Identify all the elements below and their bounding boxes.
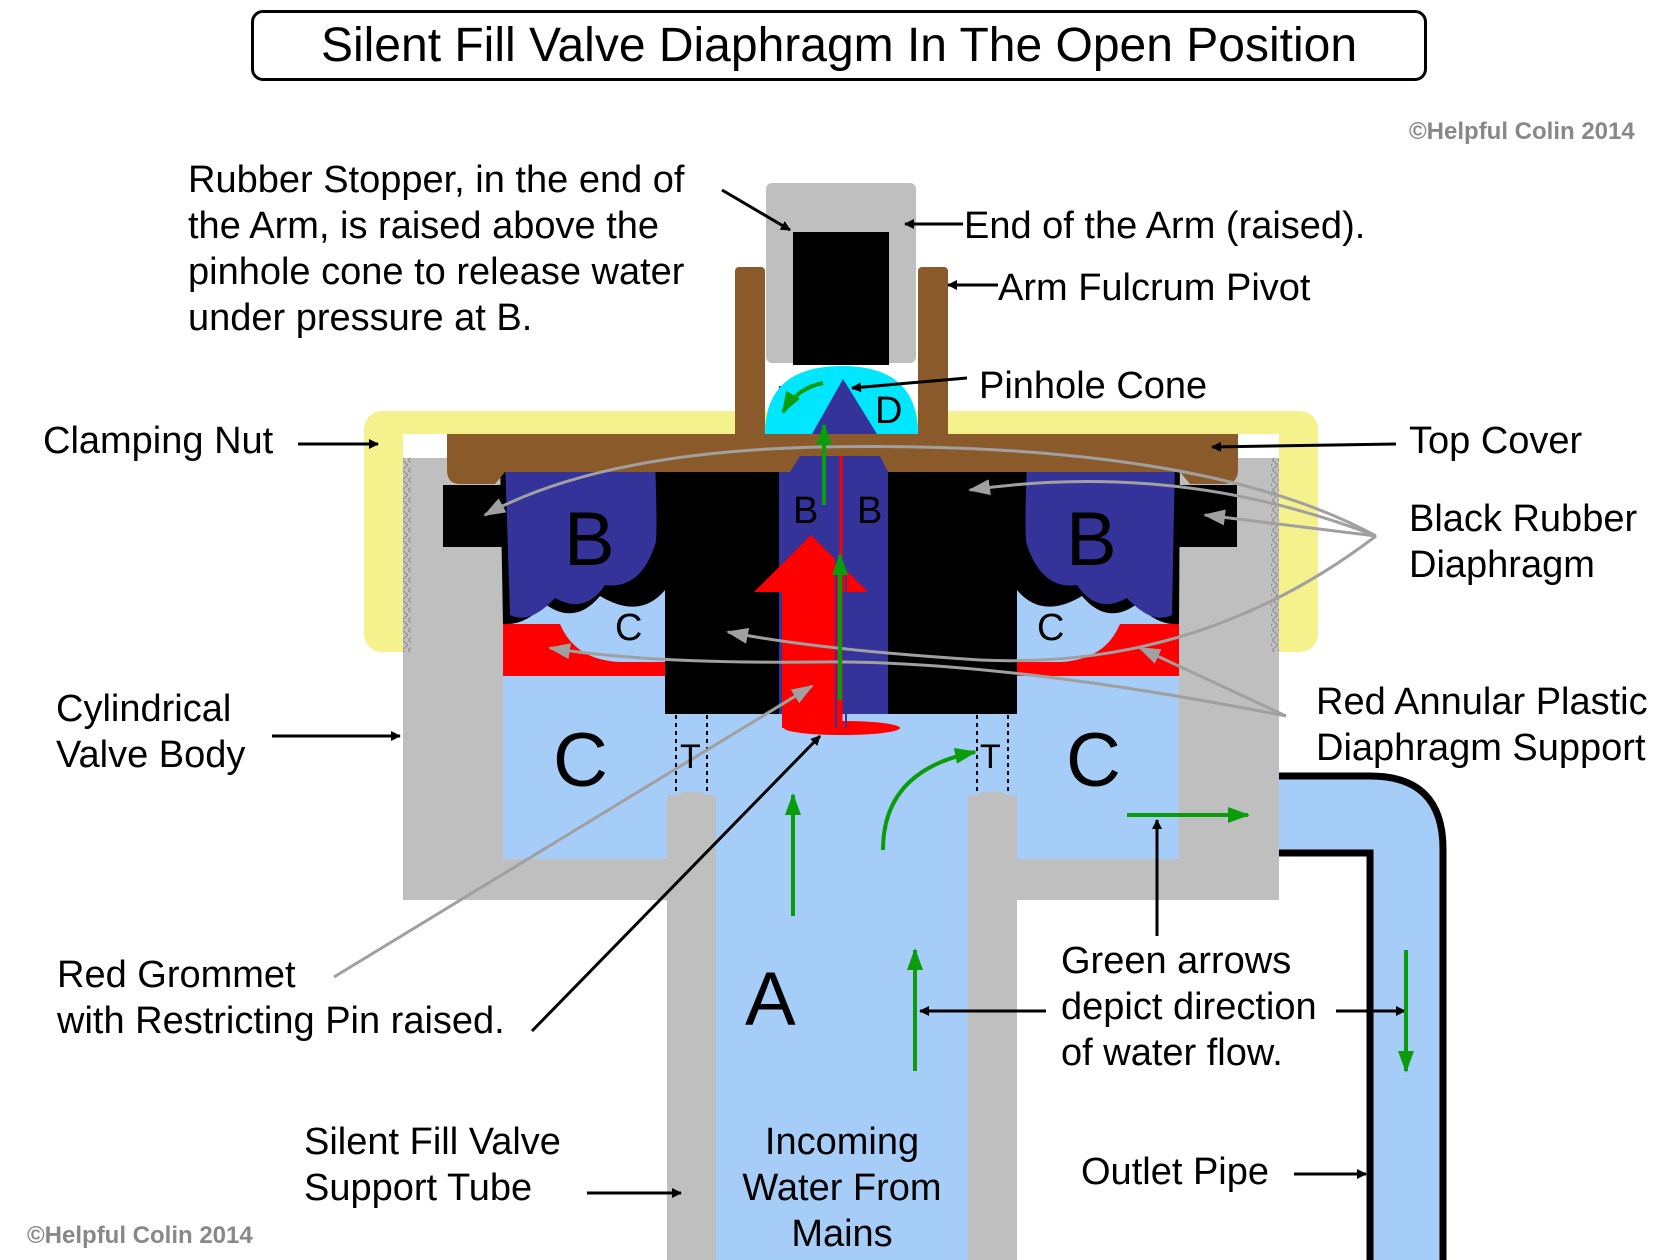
label-red-annular-support: Red Annular Plastic Diaphragm Support [1316, 681, 1648, 769]
region-letter-t-right: T [980, 738, 1001, 776]
region-letter-c-big-right: C [1066, 718, 1121, 803]
region-letter-b-small-right: B [857, 490, 883, 532]
end-of-arm [766, 183, 916, 365]
copyright-top: ©Helpful Colin 2014 [1409, 118, 1635, 145]
top-cover [447, 267, 1238, 484]
label-cylindrical-valve-body: Cylindrical Valve Body [56, 688, 246, 776]
region-letter-c-big-left: C [553, 718, 608, 803]
label-rubber-stopper: Rubber Stopper, in the end of the Arm, i… [188, 159, 685, 339]
region-letter-b-left: B [564, 497, 615, 582]
label-pinhole-cone: Pinhole Cone [979, 365, 1208, 407]
copyright-bottom: ©Helpful Colin 2014 [27, 1222, 253, 1249]
region-letter-c-small-right: C [1037, 607, 1065, 649]
pinhole-cone [812, 379, 877, 434]
diagram-title: Silent Fill Valve Diaphragm In The Open … [251, 10, 1427, 81]
label-clamping-nut: Clamping Nut [43, 420, 274, 462]
region-letter-b-small-left: B [793, 490, 819, 532]
label-outlet-pipe: Outlet Pipe [1081, 1151, 1269, 1193]
label-black-rubber-diaphragm: Black Rubber Diaphragm [1409, 498, 1638, 586]
label-end-of-arm: End of the Arm (raised). [964, 205, 1366, 247]
region-letter-d: D [875, 390, 903, 432]
region-letter-b-right: B [1066, 497, 1117, 582]
label-support-tube: Silent Fill Valve Support Tube [304, 1121, 561, 1209]
region-letter-c-small-left: C [615, 607, 643, 649]
region-letter-a: A [745, 957, 796, 1042]
region-letter-t-left: T [680, 738, 701, 776]
label-arm-fulcrum: Arm Fulcrum Pivot [998, 267, 1311, 309]
label-incoming-water: Incoming Water From Mains [742, 1121, 942, 1255]
grey-leader-lines [333, 445, 1377, 979]
rubber-stopper [793, 232, 889, 365]
label-top-cover: Top Cover [1409, 420, 1583, 462]
label-red-grommet: Red Grommet with Restricting Pin raised. [57, 954, 505, 1042]
red-grommet [754, 375, 900, 735]
flow-arrows [781, 381, 1414, 1073]
black-leader-lines [272, 188, 1406, 1198]
support-tube [667, 715, 1017, 1260]
label-green-arrows: Green arrows depict direction of water f… [1061, 940, 1317, 1074]
